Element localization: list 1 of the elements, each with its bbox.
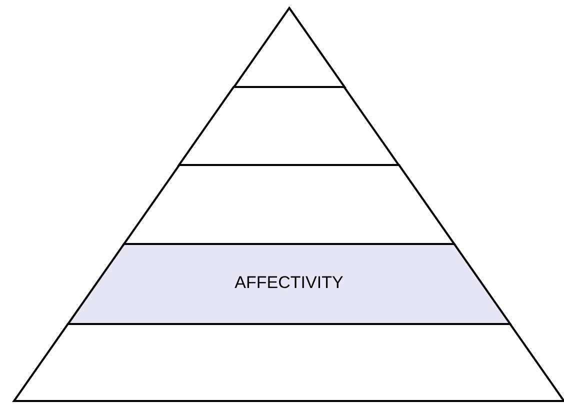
tier-label: AFFECTIVITY	[234, 273, 344, 293]
